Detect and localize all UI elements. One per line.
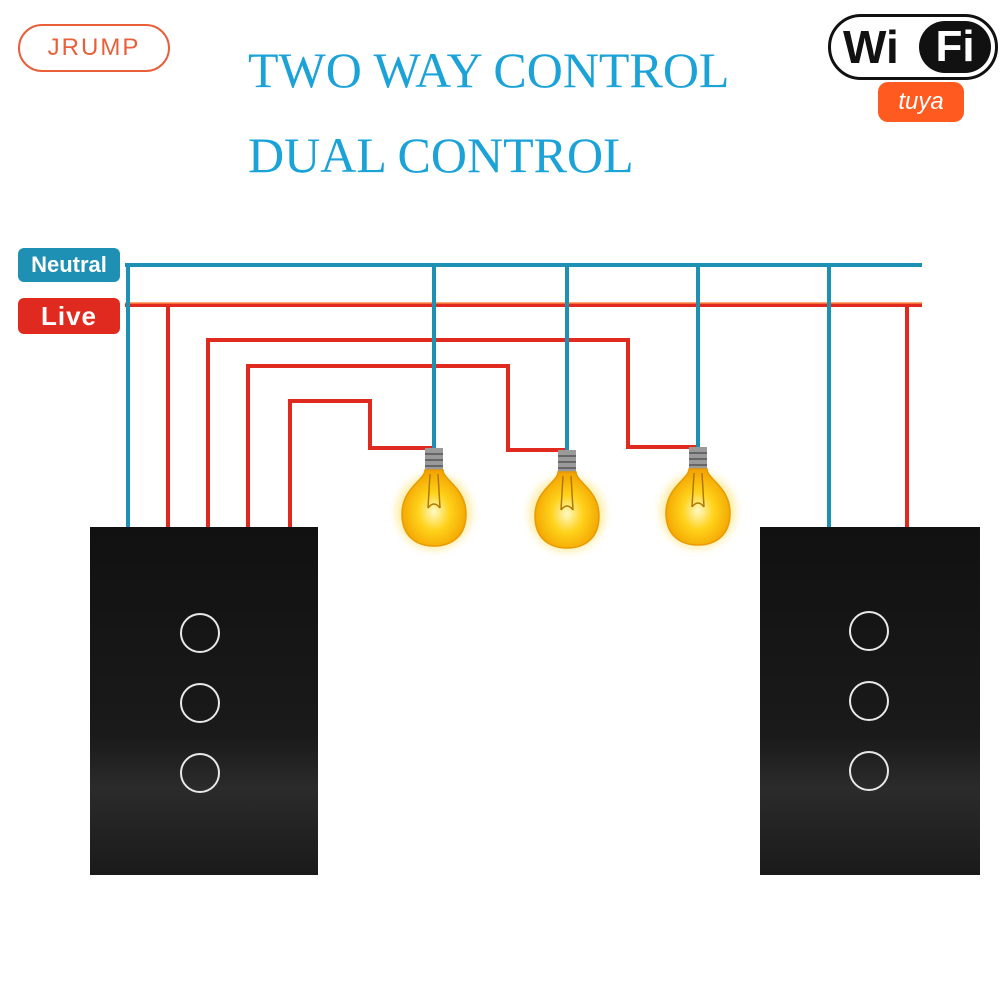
tuya-badge: tuya — [878, 82, 964, 122]
brand-logo: JRUMP — [18, 24, 170, 72]
touch-button-left-1[interactable] — [180, 613, 220, 653]
wifi-text-left: Wi — [843, 21, 899, 73]
touch-button-left-2[interactable] — [180, 683, 220, 723]
touch-button-right-1[interactable] — [849, 611, 889, 651]
title-line-1: TWO WAY CONTROL — [248, 42, 730, 98]
live-label: Live — [18, 298, 120, 334]
bulb-3 — [660, 447, 736, 549]
title-line-2: DUAL CONTROL — [248, 127, 634, 183]
touch-button-right-3[interactable] — [849, 751, 889, 791]
neutral-label: Neutral — [18, 248, 120, 282]
wifi-text-right: Fi — [919, 21, 991, 73]
bulb-2 — [529, 450, 605, 552]
switch-panel-left — [90, 527, 318, 875]
live-wires — [125, 302, 922, 527]
traveler-wire-1 — [206, 338, 698, 527]
traveler-wire-2 — [246, 364, 567, 527]
touch-button-left-3[interactable] — [180, 753, 220, 793]
bulb-1 — [396, 448, 472, 550]
brand-name: JRUMP — [47, 34, 141, 61]
neutral-wires — [125, 263, 922, 527]
traveler-wire-3 — [288, 399, 434, 527]
switch-panel-right — [760, 527, 980, 875]
touch-button-right-2[interactable] — [849, 681, 889, 721]
wifi-badge: Wi Fi — [828, 14, 998, 80]
